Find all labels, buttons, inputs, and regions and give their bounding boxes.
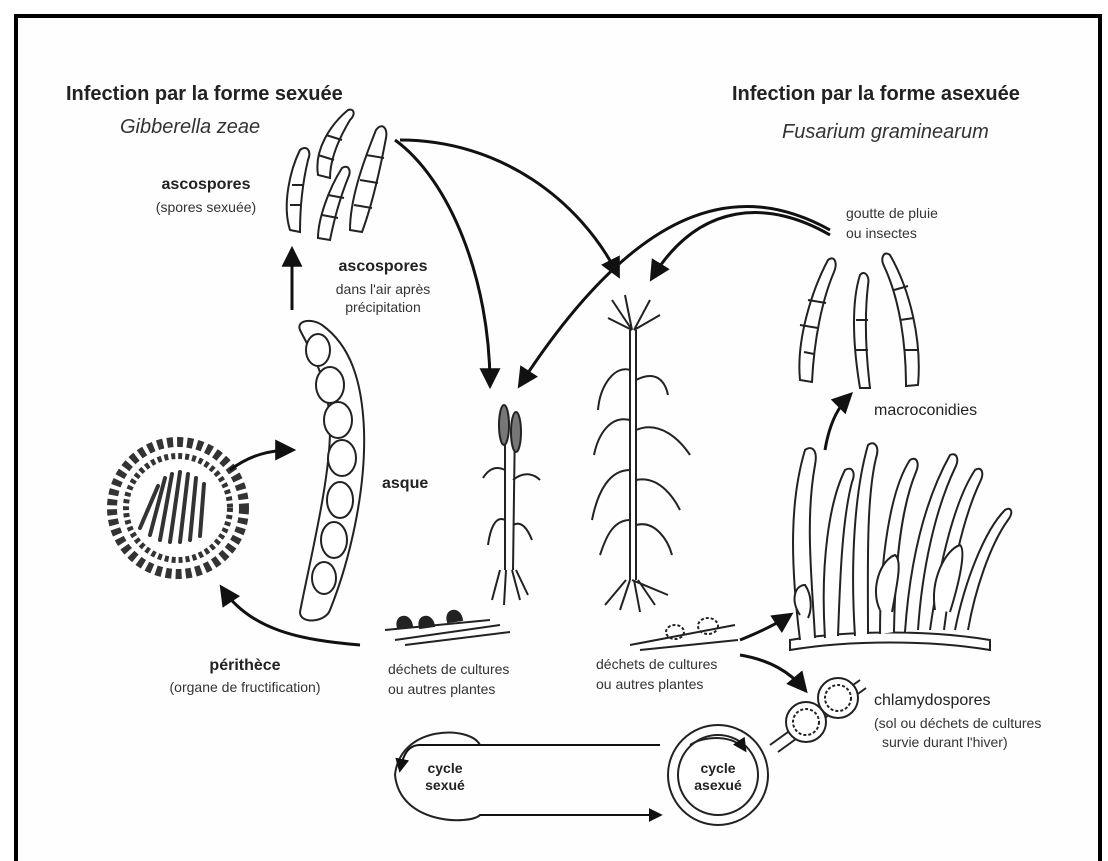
airborne-line1: dans l'air après: [318, 280, 448, 298]
cycle-sexual-line1: cycle: [415, 760, 475, 776]
macroconidies-illustration: [799, 253, 918, 388]
cycle-asexual-line2: asexué: [688, 777, 748, 793]
chlamydospores-sub1: (sol ou déchets de cultures: [874, 714, 1041, 732]
chlamydospores-illustration: [770, 678, 866, 752]
rain-line1: goutte de pluie: [846, 204, 938, 222]
sexual-infection-title: Infection par la forme sexuée: [66, 83, 343, 106]
chlamydospores-sub2: survie durant l'hiver): [882, 733, 1008, 751]
ascospores-sublabel: (spores sexuée): [145, 198, 267, 216]
ascospores-illustration: [287, 110, 387, 240]
perithece-illustration: [112, 442, 244, 574]
cycle-sexual-line2: sexué: [415, 777, 475, 793]
sexual-species-name: Gibberella zeae: [120, 116, 260, 139]
perithece-sublabel: (organe de fructification): [150, 678, 340, 696]
conidiophores-illustration: [790, 443, 1011, 650]
asexual-infection-title: Infection par la forme asexuée: [732, 83, 1020, 106]
chlamydospores-label: chlamydospores: [874, 692, 991, 710]
debris-right-line1: déchets de cultures: [596, 655, 717, 673]
debris-left-line2: ou autres plantes: [388, 680, 495, 698]
macroconidies-label: macroconidies: [874, 402, 977, 420]
debris-right-illustration: [630, 618, 738, 650]
wheat-plant-illustration: [483, 405, 540, 605]
corn-plant-illustration: [592, 295, 690, 612]
asque-label: asque: [382, 475, 428, 493]
perithece-label: périthèce: [150, 657, 340, 675]
debris-left-line1: déchets de cultures: [388, 660, 509, 678]
rain-line2: ou insectes: [846, 224, 917, 242]
asexual-species-name: Fusarium graminearum: [782, 121, 989, 144]
ascospores-label: ascospores: [145, 176, 267, 194]
asque-illustration: [299, 321, 364, 621]
airborne-ascospores-label: ascospores: [318, 258, 448, 276]
debris-right-line2: ou autres plantes: [596, 675, 703, 693]
cycle-asexual-line1: cycle: [688, 760, 748, 776]
airborne-line2: précipitation: [318, 298, 448, 316]
debris-left-illustration: [385, 611, 510, 645]
